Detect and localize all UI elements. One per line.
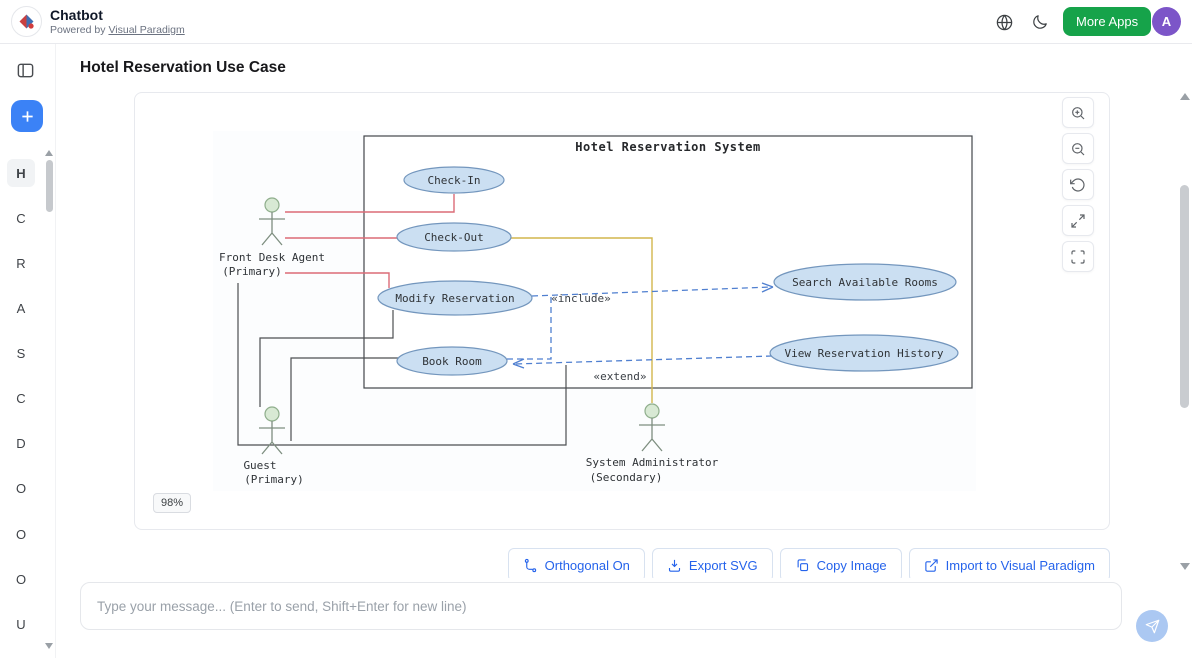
fullscreen-button[interactable] xyxy=(1062,241,1094,272)
svg-text:Modify Reservation: Modify Reservation xyxy=(395,292,514,305)
guest-association-lines xyxy=(237,283,567,446)
panel-icon xyxy=(17,63,33,77)
orthogonal-icon xyxy=(524,558,536,572)
powered-by: Powered by Visual Paradigm xyxy=(50,24,185,36)
download-icon xyxy=(668,559,680,572)
expand-icon xyxy=(1071,213,1085,228)
admin-association-line xyxy=(511,237,653,403)
actor-system-administrator: System Administrator (Secondary) xyxy=(586,403,719,484)
use-case-diagram: Hotel Reservation System «include» « xyxy=(213,131,976,491)
new-chat-button[interactable] xyxy=(11,100,43,132)
page-title: Hotel Reservation Use Case xyxy=(80,59,286,76)
sidebar-chat-item[interactable]: O xyxy=(15,480,27,496)
dependency-lines xyxy=(507,286,773,365)
dependency-arrowheads xyxy=(512,282,774,369)
app-logo-icon xyxy=(11,6,42,37)
svg-text:(Secondary): (Secondary) xyxy=(590,471,663,484)
scroll-down-arrow[interactable] xyxy=(1180,563,1190,570)
front-desk-association-lines xyxy=(285,194,455,288)
app-title: Chatbot xyxy=(50,7,103,23)
sidebar-chat-item[interactable]: H xyxy=(7,159,35,187)
svg-text:(Primary): (Primary) xyxy=(222,265,282,278)
svg-text:Search Available Rooms: Search Available Rooms xyxy=(792,276,938,289)
svg-text:View Reservation History: View Reservation History xyxy=(785,347,944,360)
copy-icon xyxy=(797,558,808,571)
external-link-icon xyxy=(924,558,938,572)
moon-icon xyxy=(1033,15,1047,29)
chat-input-panel xyxy=(56,578,1192,658)
svg-text:Check-In: Check-In xyxy=(428,174,481,187)
expand-button[interactable] xyxy=(1062,205,1094,236)
diagram-actions: Orthogonal On Export SVG Copy Image Impo… xyxy=(507,548,1110,582)
scroll-up-arrow[interactable] xyxy=(1180,93,1190,100)
sidebar-toggle-button[interactable] xyxy=(13,58,37,82)
use-case-book-room: Book Room xyxy=(396,346,508,376)
use-case-check-in: Check-In xyxy=(403,166,505,194)
more-apps-button[interactable]: More Apps xyxy=(1063,7,1152,36)
import-to-visual-paradigm-button[interactable]: Import to Visual Paradigm xyxy=(908,548,1110,582)
actor-guest: Guest (Primary) xyxy=(243,406,304,486)
sidebar: H C R A S C D O O O U xyxy=(0,44,56,658)
use-case-view-reservation-history: View Reservation History xyxy=(769,334,959,372)
globe-icon xyxy=(996,14,1012,30)
app-header: Chatbot Powered by Visual Paradigm More … xyxy=(0,0,1192,44)
sidebar-chat-item[interactable]: S xyxy=(16,345,26,361)
main-scrollbar-thumb[interactable] xyxy=(1180,185,1189,408)
svg-text:System Administrator: System Administrator xyxy=(586,456,719,469)
powered-by-text: Powered by xyxy=(50,24,106,36)
frame-title: Hotel Reservation System xyxy=(575,140,760,154)
copy-image-button[interactable]: Copy Image xyxy=(779,548,902,582)
dark-mode-button[interactable] xyxy=(1028,10,1052,34)
sidebar-scrollbar-thumb[interactable] xyxy=(46,160,53,212)
svg-text:Front Desk Agent: Front Desk Agent xyxy=(219,251,325,264)
use-case-modify-reservation: Modify Reservation xyxy=(377,280,533,316)
use-case-search-available-rooms: Search Available Rooms xyxy=(773,263,957,301)
diagram-card: Hotel Reservation System «include» « xyxy=(134,92,1110,530)
rotate-ccw-icon xyxy=(1070,177,1085,192)
sidebar-chat-item[interactable]: A xyxy=(16,300,26,316)
zoom-level-badge: 98% xyxy=(153,493,192,513)
zoom-out-button[interactable] xyxy=(1062,133,1094,164)
message-input[interactable] xyxy=(80,582,1122,630)
sidebar-chat-item[interactable]: D xyxy=(16,435,26,451)
orthogonal-toggle-button[interactable]: Orthogonal On xyxy=(507,548,645,582)
extend-label: «extend» xyxy=(594,370,647,383)
zoom-in-button[interactable] xyxy=(1062,97,1094,128)
viewer-toolbar xyxy=(1062,97,1094,272)
svg-text:(Primary): (Primary) xyxy=(244,473,304,486)
visual-paradigm-link[interactable]: Visual Paradigm xyxy=(108,24,185,36)
use-case-check-out: Check-Out xyxy=(396,222,512,252)
svg-text:Book Room: Book Room xyxy=(422,355,482,368)
sidebar-chat-item[interactable]: U xyxy=(16,616,26,632)
export-svg-button[interactable]: Export SVG xyxy=(651,548,773,582)
actor-front-desk-agent: Front Desk Agent (Primary) xyxy=(219,197,325,278)
sidebar-chat-item[interactable]: R xyxy=(16,255,26,271)
plus-icon xyxy=(21,110,33,122)
send-icon xyxy=(1145,619,1159,633)
svg-text:Guest: Guest xyxy=(243,459,276,472)
sidebar-chat-item[interactable]: O xyxy=(15,571,27,587)
avatar[interactable]: A xyxy=(1152,7,1181,36)
sidebar-chat-item[interactable]: C xyxy=(16,390,26,406)
sidebar-scroll-down-arrow[interactable] xyxy=(45,643,53,649)
include-label: «include» xyxy=(551,292,611,305)
sidebar-chat-item[interactable]: C xyxy=(16,210,26,226)
language-button[interactable] xyxy=(992,10,1016,34)
fullscreen-icon xyxy=(1071,249,1085,264)
reset-view-button[interactable] xyxy=(1062,169,1094,200)
sidebar-chat-item[interactable]: O xyxy=(15,526,27,542)
svg-text:Check-Out: Check-Out xyxy=(424,231,484,244)
sidebar-scroll-up-arrow[interactable] xyxy=(45,150,53,156)
send-button[interactable] xyxy=(1136,610,1168,642)
zoom-out-icon xyxy=(1072,142,1085,155)
zoom-in-icon xyxy=(1072,106,1085,119)
